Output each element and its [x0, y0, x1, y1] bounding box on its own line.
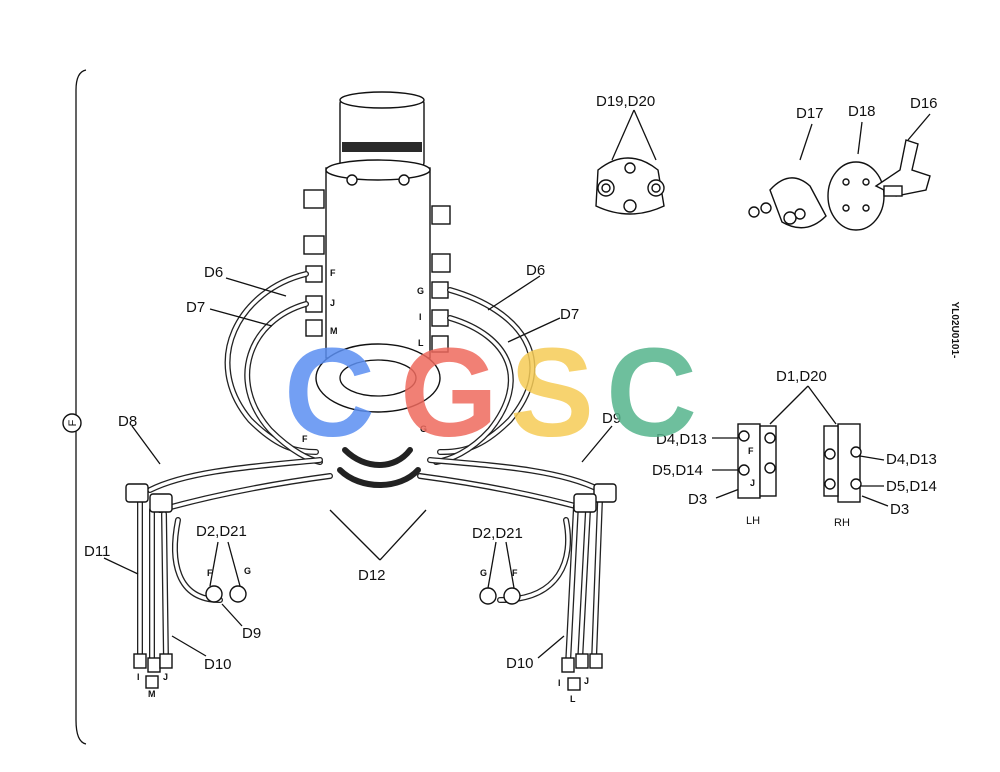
label-lh: LH: [746, 515, 760, 527]
label-d7-left: D7: [186, 299, 205, 316]
port-g-right: G: [417, 286, 424, 296]
port-j-bl: J: [163, 672, 168, 682]
port-f-left: F: [330, 268, 336, 278]
port-j-br: J: [584, 676, 589, 686]
label-d19d20: D19,D20: [596, 93, 655, 110]
swivel-joint: [303, 91, 451, 413]
rh-bracket: [823, 423, 862, 503]
label-d10-right: D10: [506, 655, 534, 672]
port-f-lower-left: F: [302, 434, 308, 444]
port-j-lh: J: [750, 478, 755, 488]
label-d12: D12: [358, 567, 386, 584]
label-d3-rh: D3: [890, 501, 909, 518]
vertical-code: YL02U0101-: [949, 302, 960, 359]
side-marker-text: F: [67, 419, 79, 426]
label-d17: D17: [796, 105, 824, 122]
left-bracket: [75, 69, 87, 745]
watermark-letter-s: S: [510, 322, 594, 463]
label-rh: RH: [834, 517, 850, 529]
label-d6-left: D6: [204, 264, 223, 281]
label-d16: D16: [910, 95, 938, 112]
label-d5d14-lh: D5,D14: [652, 462, 703, 479]
label-d8: D8: [118, 413, 137, 430]
label-d10-left: D10: [204, 656, 232, 673]
port-i-br: I: [558, 678, 561, 688]
label-d9-left: D9: [242, 625, 261, 642]
swivel-ring: [315, 343, 441, 413]
port-g-fit-right: G: [480, 568, 487, 578]
d16-d17-d18-parts: [748, 139, 931, 231]
port-l-right: L: [418, 338, 424, 348]
port-g-fit-left: G: [244, 566, 251, 576]
port-i-right: I: [419, 312, 422, 322]
leader-lines: [103, 109, 931, 659]
label-d18: D18: [848, 103, 876, 120]
port-g-lower-right: G: [420, 424, 427, 434]
label-d3-lh: D3: [688, 491, 707, 508]
watermark-letter-c1: C: [284, 322, 375, 463]
label-d6-right: D6: [526, 262, 545, 279]
side-marker-circle: [62, 413, 82, 433]
port-j-left: J: [330, 298, 335, 308]
port-m-left: M: [330, 326, 338, 336]
label-d2d21-left: D2,D21: [196, 523, 247, 540]
port-m-bl: M: [148, 689, 156, 699]
watermark-letter-g: G: [400, 322, 498, 463]
watermark-letter-c2: C: [606, 322, 697, 463]
port-f-fit-right: F: [512, 568, 518, 578]
port-l-br: L: [570, 694, 576, 704]
label-d1d20: D1,D20: [776, 368, 827, 385]
label-d11: D11: [84, 543, 110, 560]
label-d2d21-right: D2,D21: [472, 525, 523, 542]
port-i-bl: I: [137, 672, 140, 682]
port-f-lh: F: [748, 446, 754, 456]
label-d4d13-rh: D4,D13: [886, 451, 937, 468]
watermark-logo: C G S C: [284, 322, 697, 463]
label-d5d14-rh: D5,D14: [886, 478, 937, 495]
label-d4d13-lh: D4,D13: [656, 431, 707, 448]
d19-d20-plate: [595, 157, 665, 215]
port-f-fit-left: F: [207, 568, 213, 578]
callout-labels: D6 D7 D6 D7 D8 D9 D11 D2,D21 D2,D21 D9 D…: [84, 93, 938, 673]
lh-bracket: [737, 423, 777, 499]
label-d7-right: D7: [560, 306, 579, 323]
label-d9-right: D9: [602, 410, 621, 427]
